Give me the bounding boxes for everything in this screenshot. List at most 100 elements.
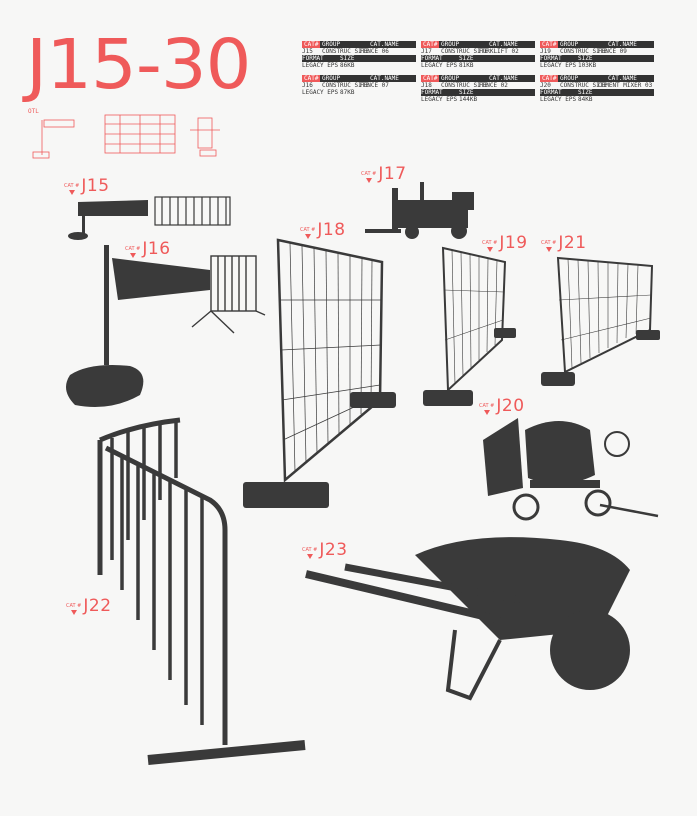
item-id: J19	[499, 233, 528, 253]
item-label-j23: CAT # J23	[302, 542, 348, 559]
card-cat-label: CAT#	[540, 75, 558, 82]
item-label-j17: CAT # J17	[361, 166, 407, 183]
item-id: J16	[142, 239, 171, 259]
card-size: 103KB	[578, 62, 597, 69]
card-size-label: SIZE	[459, 89, 474, 96]
card-name: CEMENT MIXER 03	[598, 82, 653, 89]
card-id: J19	[540, 48, 551, 55]
card-cat-label: CAT#	[302, 41, 320, 48]
card-format: LEGACY EPS	[302, 62, 339, 69]
card-size: 84KB	[578, 96, 593, 103]
card-id: J16	[302, 82, 313, 89]
cat-prefix: CAT #	[66, 603, 82, 609]
item-label-j15: CAT # J15	[64, 178, 110, 195]
triangle-icon	[486, 247, 493, 252]
cat-prefix: CAT #	[300, 227, 316, 233]
card-format-label: FORMAT	[302, 55, 324, 62]
item-label-j22: CAT # J22	[66, 598, 112, 615]
card-group: CONSTRUC SITE	[560, 48, 607, 55]
card-cat-label: CAT#	[540, 41, 558, 48]
cat-prefix: CAT #	[479, 403, 495, 409]
item-label-j21: CAT # J21	[541, 235, 587, 252]
card-format: LEGACY EPS	[421, 96, 458, 103]
card-name: FENCE 06	[360, 48, 389, 55]
card-id: J17	[421, 48, 432, 55]
legend-label: OTL	[28, 108, 39, 115]
card-catname-label: CAT.NAME	[606, 41, 654, 48]
page-title: J15-30	[26, 24, 251, 105]
card-size-label: SIZE	[340, 55, 355, 62]
card-name: FENCE 09	[598, 48, 627, 55]
forklift-j17-icon	[365, 182, 474, 239]
cat-prefix: CAT #	[361, 171, 377, 177]
item-label-j16: CAT # J16	[125, 241, 171, 258]
card-size-label: SIZE	[459, 55, 474, 62]
card-group-label: GROUP	[320, 75, 368, 82]
card-group-label: GROUP	[439, 41, 487, 48]
wheelbarrow-j23-icon	[305, 537, 630, 701]
fence-j19-icon	[423, 246, 516, 406]
item-id: J21	[558, 233, 587, 253]
card-name: FENCE 02	[479, 82, 508, 89]
card-group: CONSTRUC SITE	[560, 82, 607, 89]
card-group: CONSTRUC SITE	[441, 82, 488, 89]
cat-prefix: CAT #	[302, 547, 318, 553]
cat-prefix: CAT #	[64, 183, 80, 189]
card-size-label: SIZE	[578, 89, 593, 96]
triangle-icon	[304, 234, 311, 239]
fence-j21-icon	[541, 256, 660, 386]
card-group-label: GROUP	[439, 75, 487, 82]
card-id: J18	[421, 82, 432, 89]
card-cat-label: CAT#	[421, 75, 439, 82]
card-name: FORKLIFT 02	[479, 48, 519, 55]
card-group-label: GROUP	[558, 41, 606, 48]
outline-preview-icon	[32, 114, 220, 159]
card-group-label: GROUP	[558, 75, 606, 82]
card-group: CONSTRUC SITE	[322, 82, 369, 89]
item-label-j19: CAT # J19	[482, 235, 528, 252]
card-name: FENCE 07	[360, 82, 389, 89]
triangle-icon	[129, 253, 136, 258]
fence-j15-icon	[68, 196, 231, 240]
cat-prefix: CAT #	[125, 246, 141, 252]
card-id: J20	[540, 82, 551, 89]
card-group-label: GROUP	[320, 41, 368, 48]
fence-j18-icon	[243, 238, 396, 508]
triangle-icon	[70, 610, 77, 615]
item-id: J22	[83, 596, 112, 616]
card-catname-label: CAT.NAME	[487, 41, 535, 48]
item-label-j20: CAT # J20	[479, 398, 525, 415]
card-cat-label: CAT#	[421, 41, 439, 48]
card-format-label: FORMAT	[421, 89, 443, 96]
card-format: LEGACY EPS	[421, 62, 458, 69]
card-format: LEGACY EPS	[540, 62, 577, 69]
card-size: 81KB	[459, 62, 474, 69]
cement-mixer-j20-icon	[483, 418, 659, 521]
cat-prefix: CAT #	[541, 240, 557, 246]
card-group: CONSTRUC SITE	[441, 48, 488, 55]
item-id: J18	[317, 220, 346, 240]
item-id: J15	[81, 176, 110, 196]
triangle-icon	[483, 410, 490, 415]
card-catname-label: CAT.NAME	[368, 75, 416, 82]
item-id: J20	[496, 396, 525, 416]
card-format-label: FORMAT	[540, 89, 562, 96]
card-size: 87KB	[340, 89, 355, 96]
card-format-label: FORMAT	[540, 55, 562, 62]
card-size: 144KB	[459, 96, 478, 103]
card-catname-label: CAT.NAME	[606, 75, 654, 82]
triangle-icon	[306, 554, 313, 559]
item-id: J17	[378, 164, 407, 184]
item-id: J23	[319, 540, 348, 560]
card-id: J15	[302, 48, 313, 55]
cat-prefix: CAT #	[482, 240, 498, 246]
card-group: CONSTRUC SITE	[322, 48, 369, 55]
fence-j16-icon	[66, 245, 266, 408]
triangle-icon	[545, 247, 552, 252]
